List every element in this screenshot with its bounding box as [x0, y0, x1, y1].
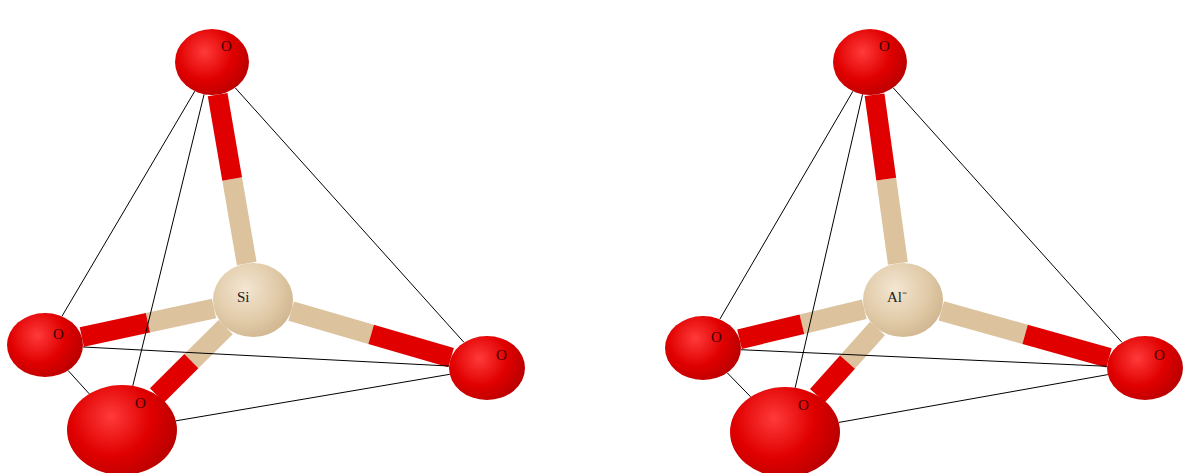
chemical-bond [291, 311, 451, 357]
central-atom: Si [213, 263, 293, 337]
atom-label: O [798, 398, 809, 413]
atom-label: O [496, 348, 507, 363]
oxygen-atom: O [67, 385, 177, 473]
oxygen-atom: O [449, 336, 525, 400]
oxygen-atom: O [7, 313, 83, 377]
tetrahedron-edge [68, 370, 89, 393]
atom-label: Al⁻ [887, 290, 907, 305]
oxygen-atom: O [175, 29, 249, 95]
atom-label: O [135, 396, 146, 411]
chemical-bond [740, 309, 865, 339]
tetrahedron-edge [83, 347, 449, 366]
tetrahedron-edge [62, 91, 195, 316]
atom-label: O [879, 39, 890, 54]
atom-label: O [53, 327, 64, 342]
chemical-bond [875, 95, 898, 264]
tetrahedron-edge [727, 373, 751, 397]
chemical-bond [157, 327, 226, 395]
tetrahedron-edge [133, 94, 204, 386]
atom-label: O [221, 39, 232, 54]
oxygen-atom: O [730, 387, 840, 473]
chemical-bond [817, 329, 877, 396]
atom-label: Si [237, 290, 250, 305]
tetrahedron-edge [741, 350, 1107, 367]
tetrahedron-edge [720, 91, 853, 319]
tetrahedron-edge [839, 375, 1108, 423]
oxygen-atom: O [665, 316, 741, 380]
chemical-bond [218, 95, 247, 264]
chemical-bond [941, 311, 1109, 358]
oxygen-atom: O [833, 29, 907, 95]
central-atom: Al⁻ [863, 263, 943, 337]
atom-label: O [711, 330, 722, 345]
atom-label: O [1154, 348, 1165, 363]
tetrahedron-edge [176, 374, 450, 421]
oxygen-atom: O [1107, 336, 1183, 400]
tetrahedron-edge [795, 94, 862, 387]
